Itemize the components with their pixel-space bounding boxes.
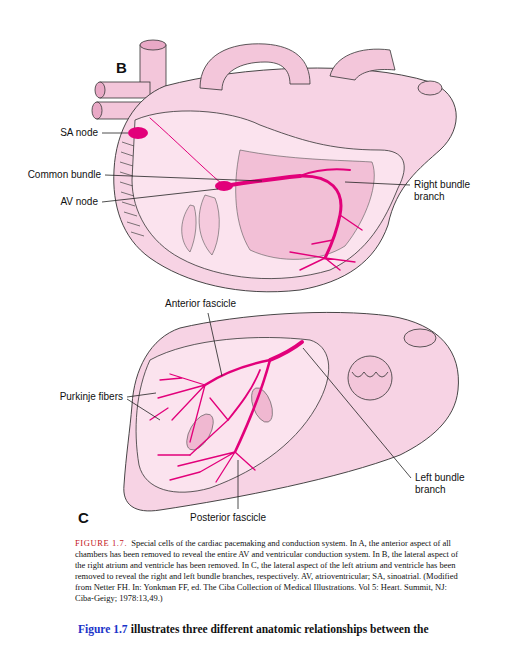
cut-edge — [124, 212, 137, 216]
conduction-system — [270, 342, 302, 360]
cut-edge — [122, 142, 134, 146]
opened-ventricle — [136, 337, 329, 492]
opened-chamber — [132, 111, 404, 279]
conduction-system — [150, 374, 228, 455]
vessel — [95, 82, 105, 98]
atrium-detail — [348, 356, 392, 400]
valve-leaflet — [182, 195, 220, 255]
leader-line — [238, 460, 239, 509]
conduction-system — [205, 360, 270, 385]
atrium-detail — [404, 329, 436, 347]
great-vessel — [200, 44, 310, 90]
cut-edge — [121, 192, 134, 196]
cut-edge — [121, 152, 133, 156]
leader-line — [102, 189, 218, 202]
vessel — [92, 102, 102, 119]
cut-edge — [122, 202, 135, 206]
leader-line — [345, 182, 410, 185]
atrium-detail — [352, 372, 388, 377]
part-label: AV node — [20, 196, 98, 208]
body-text-line: Figure 1.7illustrates three different an… — [78, 622, 429, 636]
leader-line — [127, 399, 160, 420]
conduction-system — [158, 452, 255, 482]
great-vessel — [200, 44, 442, 95]
body-text: illustrates three different anatomic rel… — [131, 623, 429, 635]
great-vessel — [418, 81, 442, 95]
part-label: SA node — [20, 127, 98, 139]
septal-wall — [236, 150, 375, 259]
heart-outline — [124, 312, 459, 511]
great-vessel — [330, 49, 395, 80]
valve-leaflet — [199, 195, 219, 255]
part-label: Purkinje fibers — [20, 391, 123, 403]
leader-line — [105, 175, 262, 181]
conduction-system — [150, 118, 222, 184]
figure-number: FIGURE 1.7. — [75, 538, 127, 548]
vessel — [140, 40, 166, 50]
cut-edge — [127, 222, 140, 226]
part-label: Right bundle branch — [414, 179, 476, 203]
sa-node — [128, 127, 148, 139]
figure-caption: Special cells of the cardiac pacemaking … — [75, 538, 458, 603]
atrium-detail — [348, 329, 436, 400]
leader-line — [102, 133, 128, 134]
av-node — [215, 181, 233, 191]
vessel — [100, 82, 150, 98]
part-label: Left bundle branch — [415, 472, 473, 496]
panel-letter: C — [78, 510, 89, 526]
cut-edge — [120, 182, 133, 186]
papillary-muscle — [247, 385, 276, 425]
part-label: Common bundle — [10, 169, 101, 181]
conduction-system — [235, 360, 270, 452]
cut-edge — [120, 142, 144, 236]
valve-leaflet — [182, 205, 196, 252]
conduction-system — [150, 342, 302, 482]
leader-line — [102, 133, 410, 202]
conduction-system — [300, 176, 341, 258]
panel-letter: B — [116, 60, 127, 76]
leader-line — [127, 393, 156, 397]
conduction-system — [290, 215, 362, 270]
heart-outline — [114, 68, 456, 292]
conduction-system — [228, 370, 260, 420]
part-label: Posterior fascicle — [190, 512, 266, 524]
leader-line — [127, 313, 411, 509]
part-label: Anterior fascicle — [165, 298, 236, 310]
papillary-muscle — [181, 410, 218, 455]
conduction-system — [150, 118, 362, 270]
cut-edge — [131, 232, 144, 236]
leader-line — [303, 348, 411, 478]
leader-line — [208, 313, 222, 376]
caption-block: FIGURE 1.7.Special cells of the cardiac … — [75, 538, 460, 604]
cut-edge — [120, 162, 133, 166]
figure-reference: Figure 1.7 — [78, 623, 128, 635]
